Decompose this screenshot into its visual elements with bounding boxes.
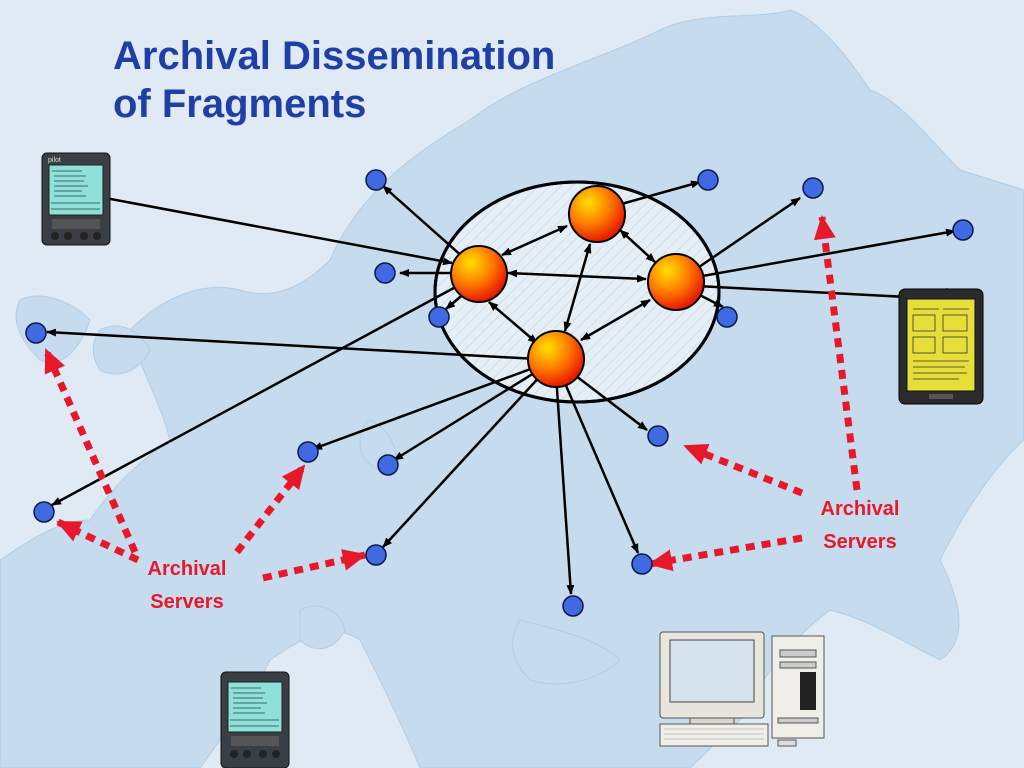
server-node: [428, 306, 450, 328]
server-node: [952, 219, 974, 241]
server-node: [631, 553, 653, 575]
core-node: [568, 185, 626, 243]
tablet-device-icon: [898, 288, 984, 405]
server-node: [365, 544, 387, 566]
server-node: [297, 441, 319, 463]
server-node: [25, 322, 47, 344]
server-nodes: [25, 169, 974, 617]
label-line-2: Servers: [150, 591, 224, 613]
core-node: [450, 245, 508, 303]
core-node: [647, 253, 705, 311]
pda-device-icon: [220, 671, 290, 768]
archival-servers-label-right: Archival Servers: [810, 493, 910, 559]
label-line-1: Archival: [147, 558, 227, 580]
core-node: [527, 330, 585, 388]
pda-device-icon: pilot: [41, 152, 111, 246]
server-node: [377, 454, 399, 476]
label-line-1: Archival: [820, 498, 900, 520]
title-line-2: of Fragments: [113, 82, 367, 126]
core-nodes: [450, 185, 705, 388]
title-line-1: Archival Dissemination: [113, 34, 556, 78]
server-node: [562, 595, 584, 617]
page-title: Archival Dissemination of Fragments: [113, 32, 555, 128]
archival-servers-label-left: Archival Servers: [142, 553, 232, 619]
server-node: [716, 306, 738, 328]
svg-text:pilot: pilot: [48, 157, 61, 164]
core-links: [488, 224, 656, 344]
server-node: [647, 425, 669, 447]
server-node: [365, 169, 387, 191]
archival-server-arrows: [42, 215, 861, 582]
server-node: [33, 501, 55, 523]
server-node: [374, 262, 396, 284]
label-line-2: Servers: [823, 531, 897, 553]
server-node: [802, 177, 824, 199]
desktop-computer-icon: [659, 631, 825, 747]
server-node: [697, 169, 719, 191]
